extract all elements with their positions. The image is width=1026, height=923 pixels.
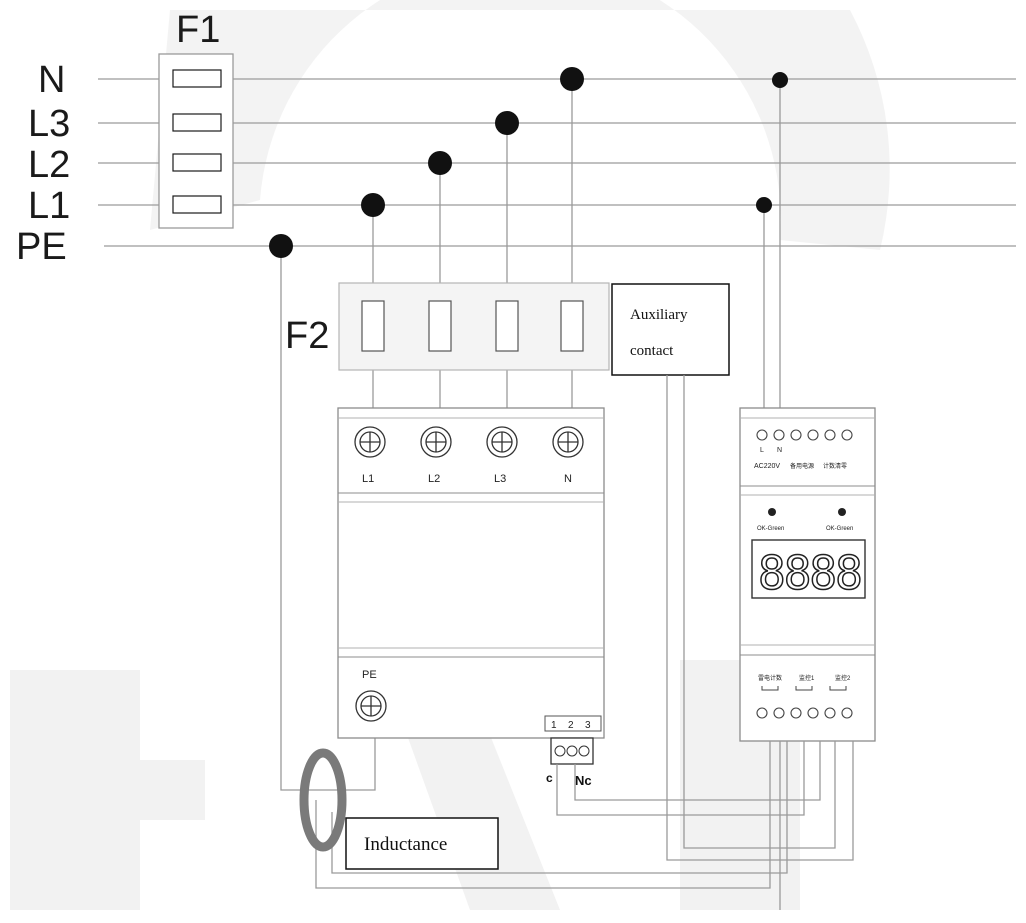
signal-connector xyxy=(550,737,594,765)
monitor-label-backup-power: 备用电源 xyxy=(790,462,814,470)
inductance-coil xyxy=(299,748,347,852)
monitor-label-n: N xyxy=(777,447,782,454)
contact-label-c: c xyxy=(546,771,553,785)
inductance-callout: Inductance xyxy=(345,817,499,870)
terminal-label-l3: L3 xyxy=(494,473,506,485)
node-n xyxy=(560,67,584,91)
monitor-label-monitor-2: 监控2 xyxy=(835,674,851,682)
fuse-block-f1-label: F1 xyxy=(176,9,220,51)
monitor-bottom-terminals xyxy=(756,707,853,719)
bus-lines xyxy=(98,78,1016,247)
counter-display-digits: 8888 xyxy=(758,546,861,600)
auxiliary-contact-line2: contact xyxy=(630,343,674,359)
fuse-f1-n xyxy=(172,69,222,88)
led-label-2: OK-Green xyxy=(826,526,853,532)
fuse-f2-n xyxy=(560,300,584,352)
node-l3 xyxy=(495,111,519,135)
led-label-1: OK-Green xyxy=(757,526,784,532)
fuse-block-f2: F2 xyxy=(285,282,610,371)
signal-number-3: 3 xyxy=(585,720,591,731)
monitor-label-lightning-count: 雷电计数 xyxy=(758,674,782,682)
monitor-module: L N AC220V 备用电源 计数清零 OK-Green OK-Green 8… xyxy=(739,407,876,742)
surge-terminal-screws xyxy=(354,426,584,722)
inductance-label: Inductance xyxy=(364,834,447,855)
terminal-label-l2: L2 xyxy=(428,473,440,485)
bus-labels: N L3 L2 L1 PE xyxy=(16,59,70,268)
monitor-top-terminals xyxy=(756,429,853,441)
fuse-f1-l3 xyxy=(172,113,222,132)
monitor-label-monitor-1: 监控1 xyxy=(799,674,815,682)
bus-label-l3: L3 xyxy=(28,103,70,145)
bus-label-l1: L1 xyxy=(28,185,70,227)
node-l1 xyxy=(361,193,385,217)
fuse-f2-l3 xyxy=(495,300,519,352)
surge-protector: L1 L2 L3 N PE 1 2 3 c Nc xyxy=(337,407,605,788)
node-l2 xyxy=(428,151,452,175)
bus-label-pe: PE xyxy=(16,226,67,268)
contact-label-nc: Nc xyxy=(575,773,592,788)
bus-nodes xyxy=(269,67,788,258)
auxiliary-contact-callout: Auxiliary contact xyxy=(611,283,730,376)
monitor-label-ac220v: AC220V xyxy=(754,463,780,470)
monitor-bottom-labels: 雷电计数 监控1 监控2 xyxy=(758,674,851,682)
node-pe xyxy=(269,234,293,258)
fuse-block-f2-label: F2 xyxy=(285,315,329,357)
fuse-block-f1: F1 xyxy=(158,9,234,229)
terminal-label-pe: PE xyxy=(362,669,377,681)
monitor-label-l: L xyxy=(760,447,764,454)
led-indicator-2 xyxy=(838,508,846,516)
signal-terminal-strip: 1 2 3 xyxy=(544,715,602,732)
terminal-label-n: N xyxy=(564,473,572,485)
signal-number-2: 2 xyxy=(568,720,574,731)
led-indicator-1 xyxy=(768,508,776,516)
counter-display: 8888 xyxy=(751,539,866,601)
fuse-f1-l1 xyxy=(172,195,222,214)
surge-terminal-labels: L1 L2 L3 N PE xyxy=(362,473,572,681)
terminal-label-l1: L1 xyxy=(362,473,374,485)
fuse-f2-l1 xyxy=(361,300,385,352)
node-monitor-l1 xyxy=(756,197,772,213)
fuse-f1-l2 xyxy=(172,153,222,172)
bus-label-n: N xyxy=(38,59,65,101)
signal-number-1: 1 xyxy=(551,720,557,731)
node-monitor-n xyxy=(772,72,788,88)
bus-label-l2: L2 xyxy=(28,144,70,186)
monitor-label-counter-reset: 计数清零 xyxy=(823,462,847,470)
fuse-f2-l2 xyxy=(428,300,452,352)
auxiliary-contact-line1: Auxiliary xyxy=(630,307,688,323)
drop-wires xyxy=(280,79,781,791)
